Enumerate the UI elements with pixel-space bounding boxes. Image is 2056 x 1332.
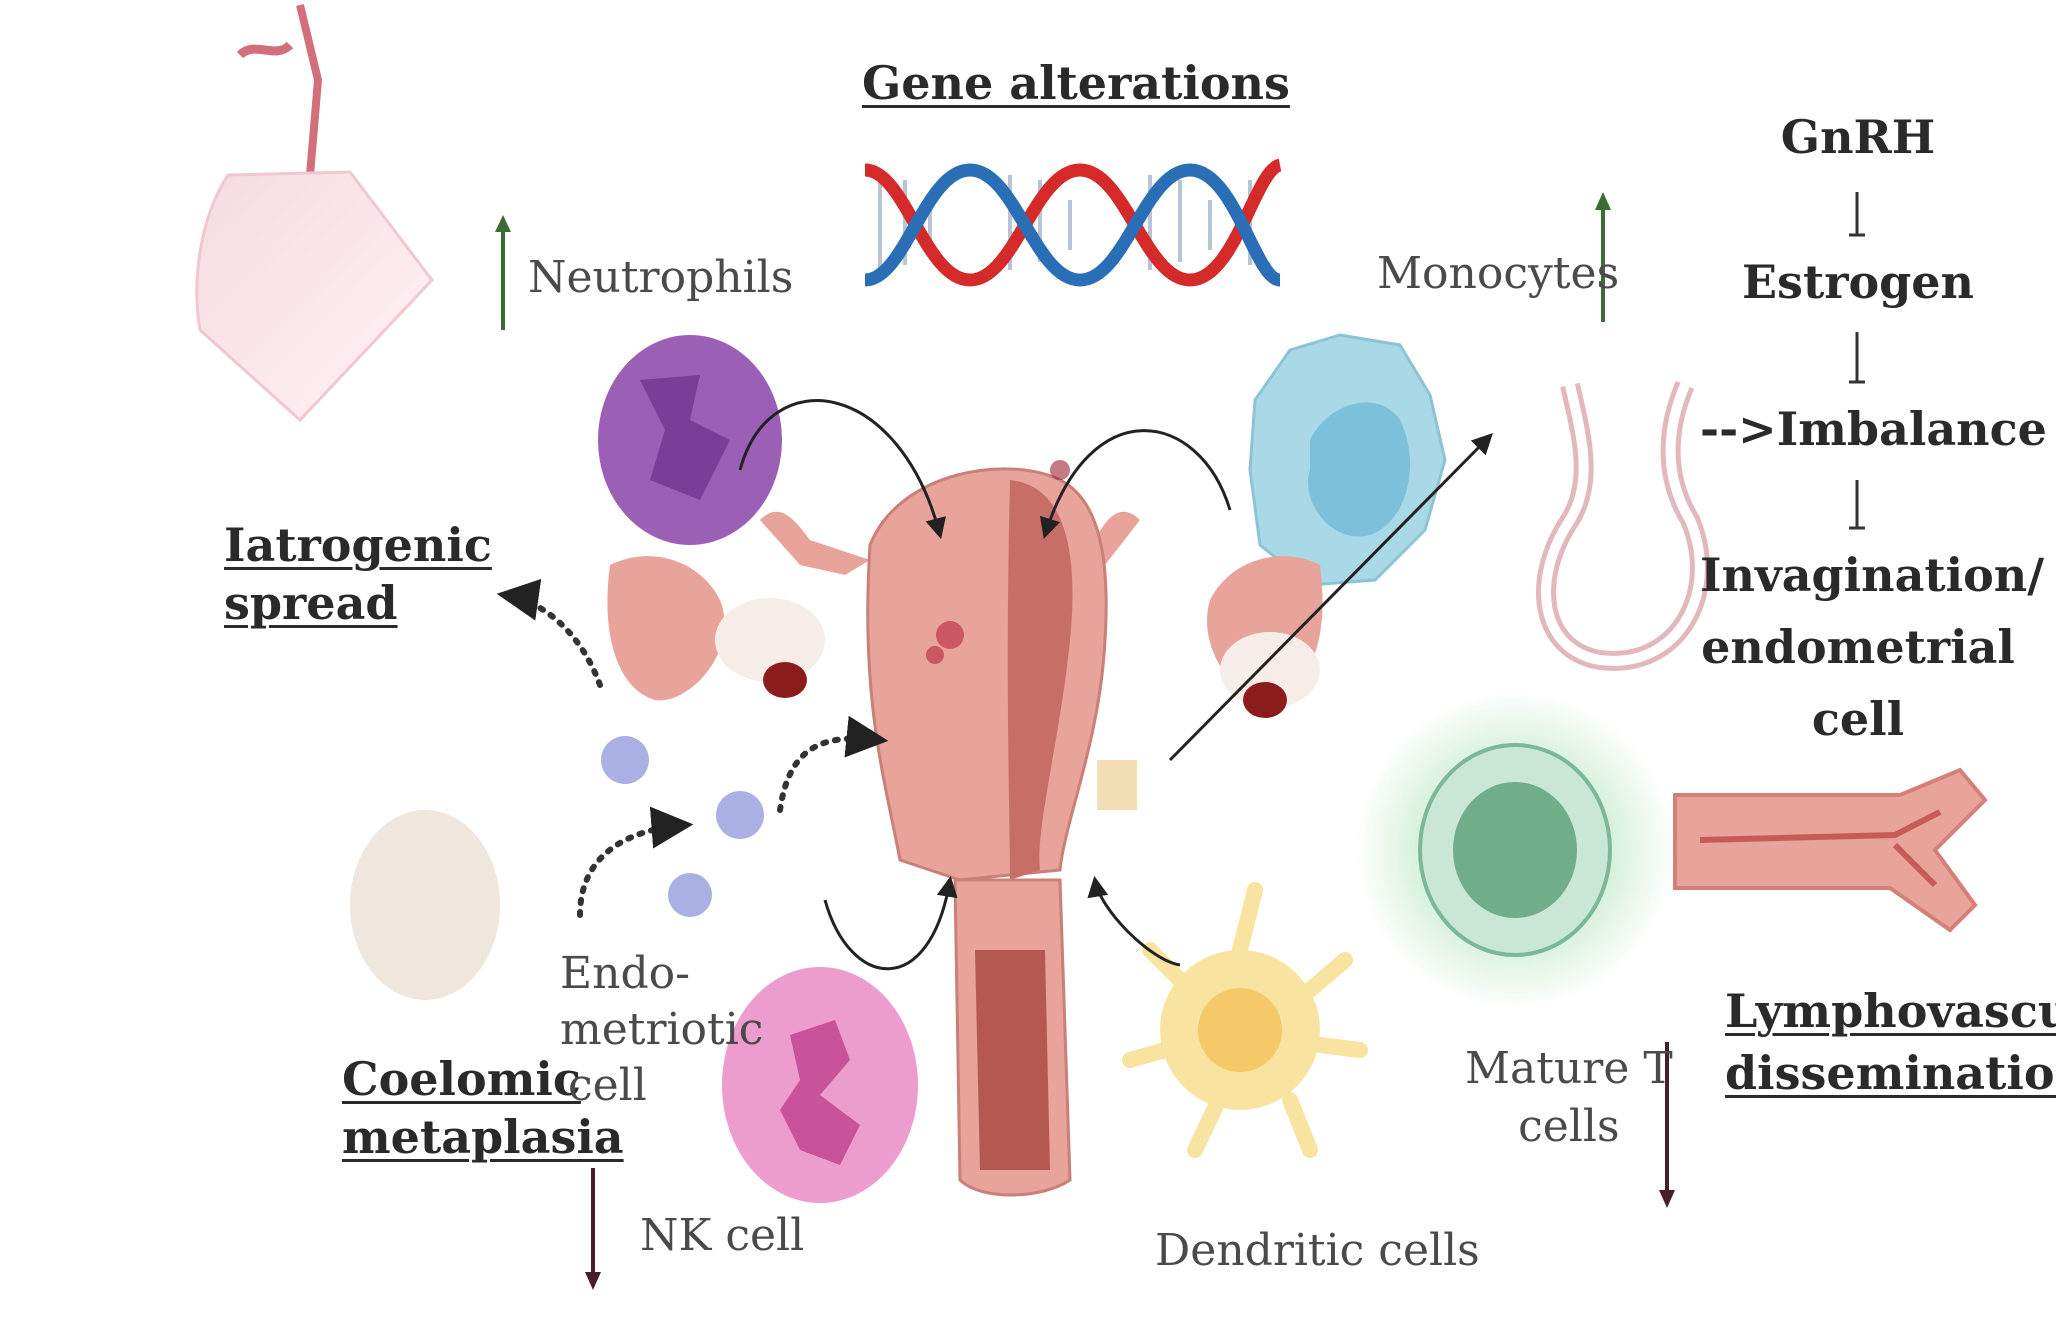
uterus-illustration [607, 460, 1323, 1197]
cascade-connectors [1849, 192, 1865, 530]
iatrogenic-spread-label: Iatrogenic spread [224, 516, 492, 632]
nk-cell-label: NK cell [640, 1210, 805, 1261]
endometriotic-line-1: Endo- [560, 948, 690, 999]
neutrophils-label: Neutrophils [528, 252, 794, 303]
cascade-gnrh: GnRH [1780, 110, 1936, 164]
neutrophil-cell [598, 335, 782, 545]
coelomic-metaplasia-label: Coelomic metaplasia [342, 1050, 624, 1166]
lymphovascular-line-2: dissemination [1725, 1046, 2056, 1100]
blood-vessel-illustration [1673, 767, 1988, 933]
dissemination-dotted-arrows [496, 578, 889, 918]
lymphovascular-line-1: Lymphovascula [1725, 984, 2056, 1038]
nk-down-arrow [585, 1168, 601, 1290]
cascade-estrogen: Estrogen [1742, 255, 1974, 309]
gene-alterations-label: Gene alterations [862, 56, 1290, 110]
coelomic-cell [350, 810, 500, 1000]
cascade-invagination: Invagination/ [1700, 548, 2045, 602]
t-cell [1355, 690, 1675, 1010]
coelomic-metaplasia-line-2: metaplasia [342, 1110, 624, 1164]
mature-t-cells-line-1: Mature T [1465, 1043, 1673, 1094]
endometriotic-cell-label: Endo- metriotic cell [560, 946, 763, 1114]
mature-t-cells-label: Mature T cells [1465, 1040, 1673, 1156]
cascade-imbalance: -->Imbalance [1700, 402, 2047, 456]
coelomic-metaplasia-line-1: Coelomic [342, 1052, 581, 1106]
monocytes-up-arrow [1595, 192, 1611, 322]
spatula-illustration [195, 4, 434, 423]
invagination-illustration [1536, 381, 1710, 671]
endometriotic-line-2: metriotic [560, 1004, 764, 1055]
endometriotic-line-3: cell [568, 1060, 647, 1111]
t-cells-down-arrow [1659, 1042, 1675, 1208]
iatrogenic-spread-line-1: Iatrogenic [224, 518, 492, 572]
endometriotic-cells-illustration [601, 736, 764, 917]
monocytes-label: Monocytes [1377, 248, 1620, 299]
dendritic-cells-label: Dendritic cells [1155, 1225, 1480, 1276]
nk-cell [722, 967, 918, 1203]
dendritic-cell [1122, 882, 1368, 1158]
monocyte-cell [1248, 333, 1447, 587]
cascade-endometrial: endometrial [1701, 620, 2015, 674]
cascade-cell: cell [1811, 692, 1905, 746]
mature-t-cells-line-2: cells [1518, 1101, 1620, 1152]
neutrophils-up-arrow [495, 215, 511, 330]
lymphovascular-dissemination-label: Lymphovascula dissemination [1725, 980, 2056, 1104]
dna-helix-illustration [863, 158, 1283, 287]
cell-interaction-arrows [738, 399, 1493, 971]
iatrogenic-spread-line-2: spread [224, 576, 398, 630]
